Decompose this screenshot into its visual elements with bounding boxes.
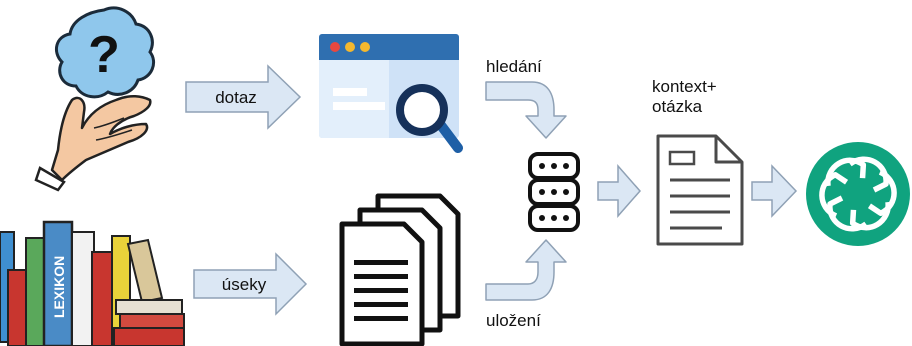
- store-arrow: uložení: [485, 239, 567, 330]
- chunks-arrow: úseky: [193, 252, 308, 316]
- question-hand-icon: ?: [34, 6, 155, 192]
- database-icon: [528, 152, 580, 232]
- context-arrow: [597, 164, 641, 218]
- window-dot-yellow: [345, 42, 355, 52]
- llm-arrow: [751, 164, 798, 218]
- books-icon: LEXIKON: [0, 220, 185, 346]
- query-label: dotaz: [215, 88, 257, 107]
- question-mark-glyph: ?: [88, 26, 120, 84]
- book-spine-label: LEXIKON: [51, 256, 67, 318]
- open-hand: [34, 95, 152, 192]
- question-bubble: ?: [54, 6, 155, 99]
- query-arrow: dotaz: [185, 64, 302, 130]
- document-icon: kontext+ otázka: [652, 77, 744, 246]
- search-label: hledání: [486, 57, 542, 76]
- store-label: uložení: [486, 311, 541, 330]
- openai-logo-icon: [806, 142, 910, 246]
- magnifier-icon: [396, 84, 463, 153]
- document-stack-icon: [339, 193, 461, 346]
- search-arrow: hledání: [485, 57, 567, 139]
- question-label: otázka: [652, 97, 703, 116]
- chunks-label: úseky: [222, 275, 267, 294]
- context-label: kontext+: [652, 77, 717, 96]
- search-window-icon: [319, 34, 463, 153]
- window-dot-amber: [360, 42, 370, 52]
- window-dot-red: [330, 42, 340, 52]
